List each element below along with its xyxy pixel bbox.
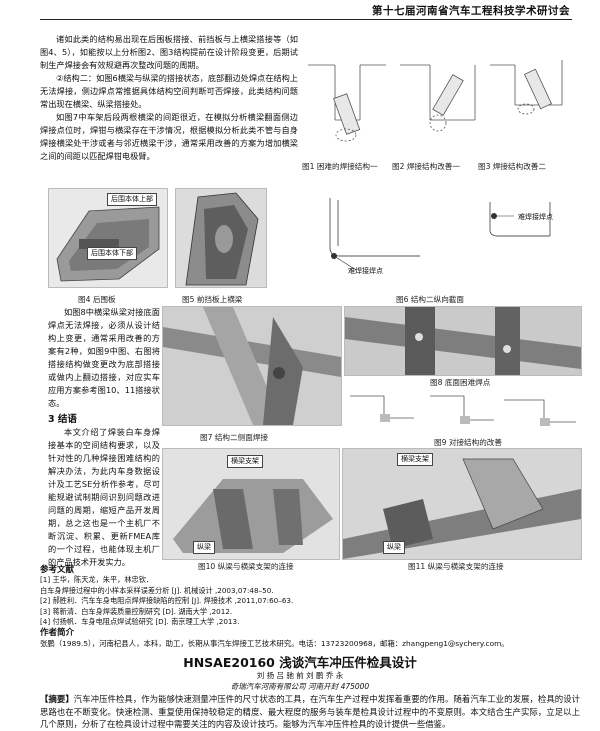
beam-bracket-render	[173, 479, 333, 553]
butt-joint-improvement-drawing	[350, 395, 576, 426]
figure-caption: 图7 结构二侧面焊接	[200, 433, 268, 442]
label-hard-spot: 难焊接焊点	[348, 267, 383, 275]
figure-caption: 图10 纵梁与横梁支架的连接	[198, 562, 294, 571]
label-beam-bracket: 横梁支架	[227, 455, 263, 468]
welding-structure-drawings	[308, 60, 563, 142]
figure-10-image: 横梁支架 纵梁	[162, 448, 340, 560]
references: 参考文献 [1] 王华，陈天龙，朱平，林忠钦． 白车身焊接过程中的小样本采样误差…	[40, 563, 340, 628]
figure-caption: 图8 底面困难焊点	[430, 378, 491, 387]
author-heading: 作者简介	[40, 628, 75, 638]
figure-5-image	[175, 188, 267, 288]
body-text-column: 如图8中横梁纵梁对接底面焊点无法焊接，必须从设计结构上变更，通常采用改善的方案有…	[48, 306, 160, 569]
article-title: HNSAE20160 浅谈汽车冲压件检具设计	[183, 655, 417, 670]
paragraph: 诸如此类的结构易出现在后围板搭接、前挡板与上横梁搭接等（如图4、5），如能按以上…	[40, 34, 298, 70]
side-welding-render	[163, 307, 341, 425]
longitudinal-section-drawing	[329, 198, 551, 271]
reference-list: [1] 王华，陈天龙，朱平，林忠钦． 白车身焊接过程中的小样本采样误差分析 [J…	[40, 575, 340, 628]
label-hard-spot: 难焊接焊点	[518, 213, 553, 221]
abstract-label: 【摘要】	[40, 694, 74, 704]
reference-item: [4] 付扬帆．车身电阻点焊试验研究 [D]. 南京理工大学 ,2013.	[40, 617, 240, 626]
figure-caption: 图9 对接结构的改善	[434, 438, 502, 447]
figure-caption: 图1 困难的焊接结构一	[302, 162, 378, 171]
figure-caption: 图4 后围板	[78, 295, 116, 304]
article-affiliation: 奇瑞汽车河南有限公司 河南开封 475000	[230, 682, 370, 691]
label-rear-upper: 后围本体上部	[107, 193, 157, 206]
journal-title: 第十七届河南省汽车工程科技学术研讨会	[372, 5, 570, 17]
figures-1-3: 图1 困难的焊接结构一 图2 焊接结构改善一 图3 焊接结构改善二	[300, 35, 580, 171]
reference-item: 白车身焊接过程中的小样本采样误差分析 [J]. 机械设计 ,2003,07:48…	[40, 585, 274, 595]
header-rule	[40, 19, 572, 20]
figure-caption: 图5 前挡板上横梁	[182, 295, 243, 304]
bottom-spot-render	[345, 307, 581, 375]
figure-caption: 图6 结构二纵向截面	[396, 295, 464, 304]
paragraph: ②结构二：如图6横梁与纵梁的搭接状态，底部翻边处焊点在结构上无法焊接，侧边焊点常…	[40, 73, 298, 109]
author-text: 张鹏（1989.5），河南杞县人，本科，助工，长期从事汽车焊接工艺技术研究。电话…	[40, 639, 509, 648]
label-rear-lower: 后围本体下部	[87, 247, 137, 260]
abstract-text: 汽车冲压件检具，作为能够快速测量冲压件的尺寸状态的工具，在汽车生产过程中发挥着重…	[40, 694, 581, 729]
beam-bracket-render-2	[343, 458, 581, 559]
reference-item: [2] 郝胜利．汽车车身电阻点焊焊接缺陷的控制 [J]. 焊接技术 ,2011,…	[40, 596, 294, 605]
figure-9-image	[344, 388, 580, 434]
figure-4-image: 后围本体上部 后围本体下部	[48, 188, 168, 288]
paragraph: 如图7中车架后段两根横梁的间距很近，在模拟分析横梁翻面侧边焊接点位时，焊钳与横梁…	[40, 112, 298, 161]
author-info: 作者简介 张鹏（1989.5），河南杞县人，本科，助工，长期从事汽车焊接工艺技术…	[40, 626, 580, 649]
figure-caption: 图3 焊接结构改善二	[478, 162, 546, 171]
figure-caption: 图2 焊接结构改善一	[392, 162, 460, 171]
label-beam-bracket: 横梁支架	[397, 453, 433, 466]
page-header: 第十七届河南省汽车工程科技学术研讨会	[0, 0, 600, 20]
label-long-beam: 纵梁	[383, 541, 405, 554]
article-authors: 刘 扬 吕 驰 前 刘 鹏 乔 永	[256, 671, 344, 680]
label-long-beam: 纵梁	[193, 541, 215, 554]
abstract: 【摘要】汽车冲压件检具，作为能够快速测量冲压件的尺寸状态的工具，在汽车生产过程中…	[40, 693, 580, 731]
paragraph: 本文介绍了焊装白车身焊接基本的空间结构要求，以及针对性的几种焊接困难结构的解决办…	[48, 427, 160, 567]
front-panel-beam-drawing	[185, 192, 259, 286]
figure-6-image: 难焊接焊点 难焊接焊点	[300, 190, 580, 290]
section-heading: 3 结语	[48, 414, 77, 425]
figure-caption: 图11 纵梁与横梁支架的连接	[408, 562, 504, 571]
references-heading: 参考文献	[40, 565, 75, 575]
reference-item: [3] 蒋新清．白车身焊装质量控制研究 [D]. 湖南大学 ,2012.	[40, 606, 233, 616]
figure-8-image	[344, 306, 582, 376]
paragraph: 如图8中横梁纵梁对接底面焊点无法焊接，必须从设计结构上变更，通常采用改善的方案有…	[48, 307, 160, 408]
intro-text: 诸如此类的结构易出现在后围板搭接、前挡板与上横梁搭接等（如图4、5），如能按以上…	[40, 33, 298, 163]
figure-7-image	[162, 306, 342, 426]
figure-11-image: 横梁支架 纵梁	[342, 448, 582, 560]
reference-item: [1] 王华，陈天龙，朱平，林忠钦．	[40, 575, 154, 584]
